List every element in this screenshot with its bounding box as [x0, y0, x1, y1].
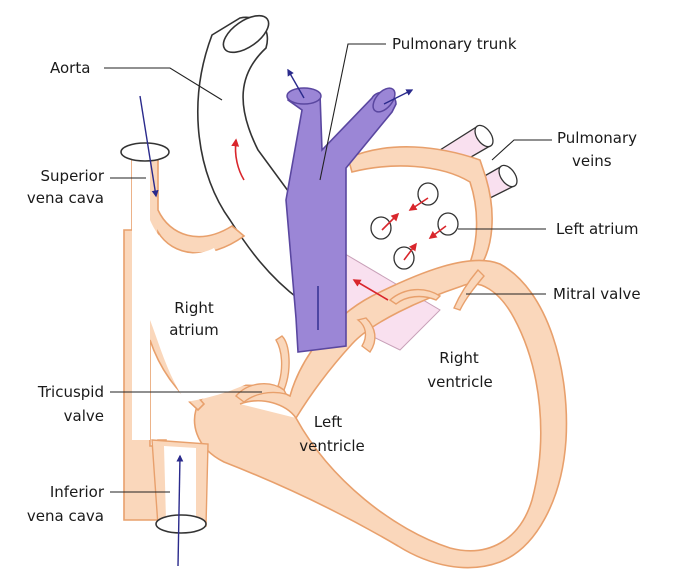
superior-vena-cava-opening	[121, 143, 169, 161]
tricuspid-valve-label-line1: Tricuspid	[38, 382, 104, 402]
ventricles	[195, 260, 567, 567]
superior-vena-cava-label-line1: Superior	[41, 166, 104, 186]
inferior-vena-cava-opening	[156, 515, 206, 533]
left-ventricle-label-line2: ventricle	[290, 436, 374, 456]
inferior-vena-cava-label-line2: vena cava	[27, 506, 104, 526]
pulmonary-veins-label-line1: Pulmonary	[557, 128, 637, 148]
pulmonary-veins-label-line2: veins	[572, 151, 612, 171]
right-ventricle-label-line2: ventricle	[418, 372, 502, 392]
tricuspid-valve-label-line2: valve	[64, 406, 104, 426]
left-atrium-wall	[348, 147, 492, 270]
mitral-valve-label: Mitral valve	[553, 284, 641, 304]
right-ventricle-label-line1: Right	[432, 348, 486, 368]
aorta-label: Aorta	[50, 58, 90, 78]
inferior-vena-cava-label-line1: Inferior	[50, 482, 104, 502]
left-atrium-label: Left atrium	[556, 219, 639, 239]
right-atrium-label-line2: atrium	[164, 320, 224, 340]
pulmonary-veins-leader	[492, 140, 552, 160]
superior-vena-cava-label-line2: vena cava	[27, 188, 104, 208]
pulmonary-trunk-label: Pulmonary trunk	[392, 34, 517, 54]
left-ventricle-label-line1: Left	[306, 412, 350, 432]
right-atrium-label-line1: Right	[170, 298, 218, 318]
